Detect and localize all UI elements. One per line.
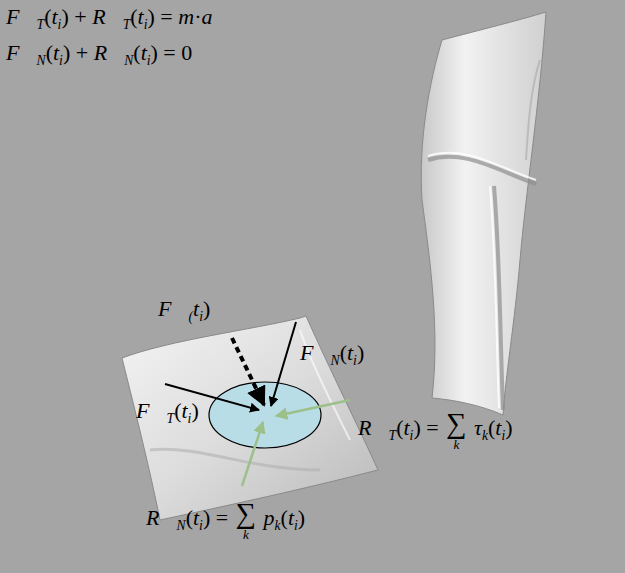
contact-region (209, 382, 321, 448)
flat-cloth (122, 316, 378, 520)
force-label: F⃗(ti) (158, 296, 210, 325)
force-label: R⃗T(ti) = ∑k τk(ti) (358, 410, 513, 451)
reaction-normal-arrow (242, 422, 263, 486)
reaction-tangential-arrow (276, 400, 350, 416)
force-label: F⃗T(ti) (136, 398, 199, 427)
force-label: F⃗N(ti) (300, 340, 364, 369)
force-label: R⃗N(ti) = ∑k pk(ti) (146, 500, 305, 541)
equation: F⃗T(ti) + R⃗T(ti) = m·a⃗ (6, 4, 230, 33)
equation: F⃗N(ti) + R⃗N(ti) = 0 (6, 40, 192, 69)
draped-cloth (421, 12, 546, 415)
normal-force-arrow (271, 322, 296, 406)
force-arrow (232, 338, 264, 405)
